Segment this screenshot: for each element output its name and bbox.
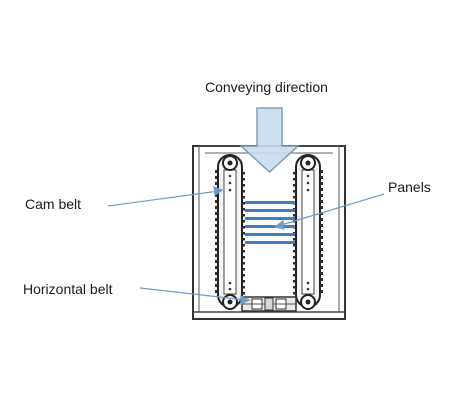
cam-tooth — [320, 248, 323, 251]
cam-tooth — [293, 178, 296, 181]
cam-tooth — [242, 268, 245, 271]
cam-tooth — [293, 274, 296, 277]
leader-lines — [107, 186, 385, 305]
cam-tooth — [242, 184, 245, 187]
cam-tooth — [320, 272, 323, 275]
cam-tooth — [320, 278, 323, 281]
cam-tooth — [320, 170, 323, 173]
cam-tooth — [242, 262, 245, 265]
cam-tooth — [293, 280, 296, 283]
cam-tooth — [215, 272, 218, 275]
cam-tooth — [242, 244, 245, 247]
cam-tooth — [320, 236, 323, 239]
panels — [245, 201, 295, 244]
panel — [245, 241, 295, 244]
horizontal-belt-label: Horizontal belt — [23, 281, 113, 297]
cam-tooth — [293, 196, 296, 199]
cam-tooth — [293, 190, 296, 193]
cam-tooth — [242, 196, 245, 199]
cam-tooth — [215, 194, 218, 197]
cam-tooth — [320, 188, 323, 191]
cam-tooth — [215, 260, 218, 263]
cam-tooth — [242, 178, 245, 181]
cam-tooth — [215, 278, 218, 281]
cam-tooth — [215, 224, 218, 227]
cam-tooth — [215, 236, 218, 239]
cam-tooth — [320, 290, 323, 293]
cam-tooth — [320, 212, 323, 215]
cam-belt-leader — [107, 190, 220, 207]
belt-holes — [228, 174, 310, 291]
cam-tooth — [215, 170, 218, 173]
cam-tooth — [215, 182, 218, 185]
down-arrow-icon — [239, 107, 300, 174]
panel — [245, 225, 295, 228]
cam-tooth — [242, 214, 245, 217]
cam-tooth — [242, 280, 245, 283]
panels-leader — [277, 193, 385, 227]
cam-tooth — [242, 226, 245, 229]
cam-tooth — [215, 254, 218, 257]
conveying-direction-label: Conveying direction — [205, 79, 328, 95]
cam-tooth — [320, 242, 323, 245]
cam-tooth — [320, 266, 323, 269]
cam-tooth — [320, 224, 323, 227]
cam-tooth — [320, 218, 323, 221]
panel — [245, 217, 295, 220]
cam-tooth — [215, 248, 218, 251]
cam-tooth — [320, 230, 323, 233]
cam-tooth — [293, 184, 296, 187]
cam-tooth — [320, 284, 323, 287]
left-cam-belt — [215, 154, 245, 310]
cam-tooth — [293, 238, 296, 241]
cam-tooth — [215, 284, 218, 287]
cam-tooth — [242, 292, 245, 295]
cam-tooth — [293, 292, 296, 295]
horizontal-belt — [241, 296, 297, 312]
cam-tooth — [242, 172, 245, 175]
cam-tooth — [215, 266, 218, 269]
cam-tooth — [293, 262, 296, 265]
cam-tooth — [215, 230, 218, 233]
panel — [245, 209, 295, 212]
cam-tooth — [320, 194, 323, 197]
cam-tooth — [293, 244, 296, 247]
cam-tooth — [293, 250, 296, 253]
cam-tooth — [320, 182, 323, 185]
cam-tooth — [215, 218, 218, 221]
cam-tooth — [242, 286, 245, 289]
right-cam-belt — [293, 154, 323, 310]
cam-tooth — [242, 220, 245, 223]
cam-tooth — [320, 176, 323, 179]
cam-tooth — [293, 268, 296, 271]
cam-tooth — [242, 238, 245, 241]
cam-tooth — [242, 250, 245, 253]
horizontal-belt-leader — [139, 287, 247, 301]
cam-tooth — [293, 256, 296, 259]
cam-tooth — [215, 206, 218, 209]
cam-belt-label: Cam belt — [25, 196, 82, 212]
cam-tooth — [242, 202, 245, 205]
cam-tooth — [242, 256, 245, 259]
cam-tooth — [215, 242, 218, 245]
cam-tooth — [320, 260, 323, 263]
panel — [245, 233, 295, 236]
cam-tooth — [242, 208, 245, 211]
cam-tooth — [215, 200, 218, 203]
cam-tooth — [293, 286, 296, 289]
panel — [245, 201, 295, 204]
cam-tooth — [215, 212, 218, 215]
cam-tooth — [293, 172, 296, 175]
cam-tooth — [242, 190, 245, 193]
cam-tooth — [320, 200, 323, 203]
cam-tooth — [293, 214, 296, 217]
panels-label: Panels — [388, 179, 431, 195]
cam-tooth — [215, 290, 218, 293]
cam-tooth — [320, 254, 323, 257]
cam-tooth — [242, 232, 245, 235]
cam-tooth — [320, 206, 323, 209]
cam-tooth — [242, 274, 245, 277]
cam-tooth — [215, 176, 218, 179]
